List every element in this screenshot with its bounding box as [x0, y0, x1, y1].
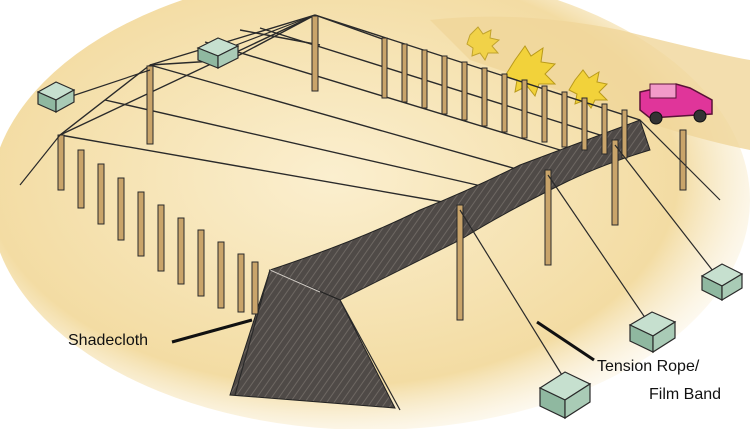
film-band-label: Film Band [649, 386, 722, 403]
shrub-icon [466, 26, 609, 109]
callout-lines [171, 318, 595, 362]
tension-rope-label: Tension Rope/ [597, 358, 700, 375]
anchor-block-icon [36, 37, 744, 420]
posts-left [57, 134, 259, 315]
pickup-truck-icon [639, 83, 713, 125]
posts-right [146, 15, 687, 321]
tension-ropes [19, 14, 721, 411]
shadecloth-label: Shadecloth [68, 332, 149, 349]
